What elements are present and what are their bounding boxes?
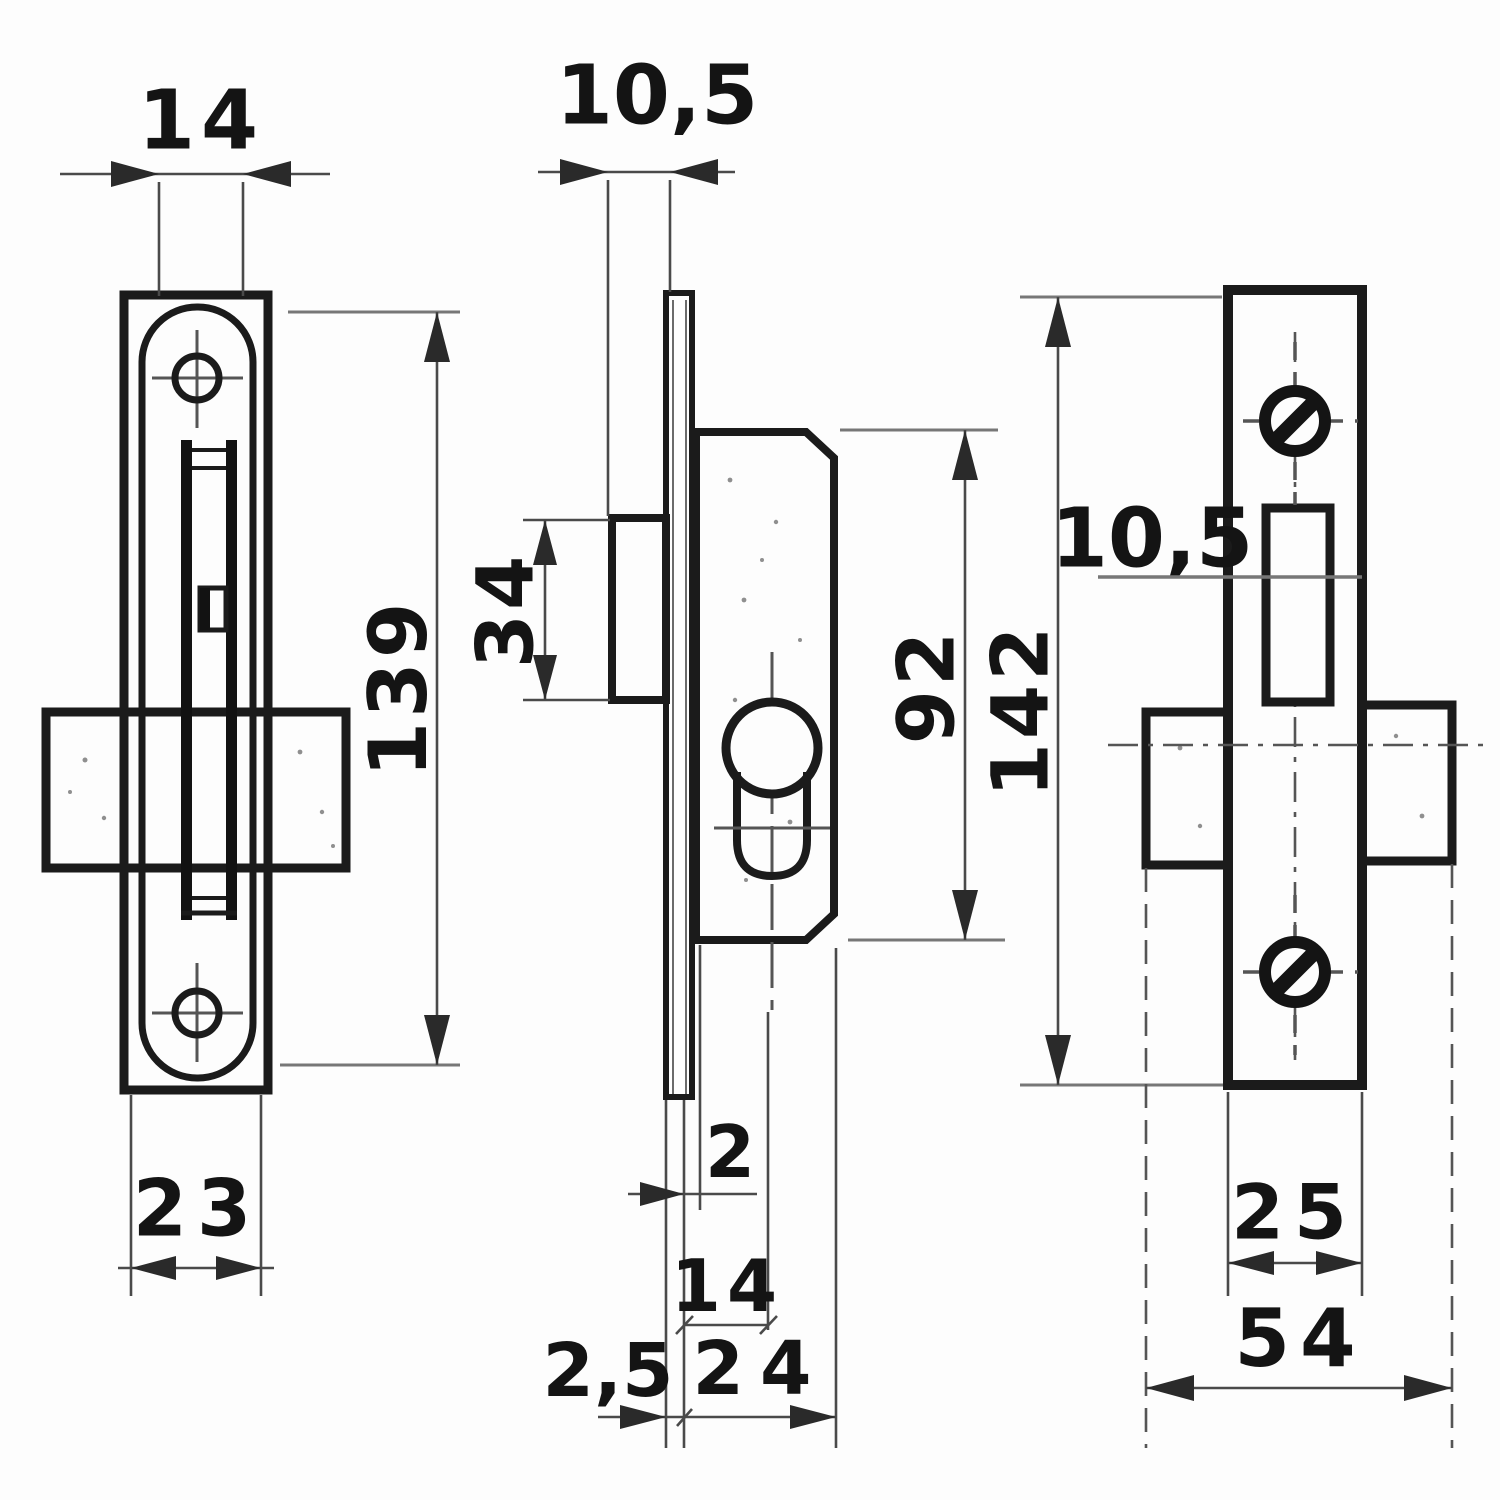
arrowhead: [243, 161, 291, 187]
arrowhead: [560, 159, 608, 185]
screw-icon: [171, 987, 223, 1039]
arrowhead: [1404, 1375, 1452, 1401]
arrowhead: [1146, 1375, 1194, 1401]
stipple-dot: [1419, 813, 1425, 819]
back-view: [1108, 285, 1488, 1448]
stipple-dot: [741, 597, 747, 603]
front-notch-shade: [200, 588, 210, 630]
dim-label-front-body-length: 139: [352, 599, 445, 778]
arrowhead: [1045, 297, 1071, 347]
stipple-dot: [297, 749, 303, 755]
dim-label-side-plate-gap: 2: [705, 1110, 755, 1194]
dim-label-side-case-height: 92: [882, 628, 972, 745]
dim-side-bottom: 2,5 24: [542, 1326, 836, 1429]
stipple-dot: [1197, 823, 1203, 829]
dim-label-back-overall-width: 54: [1234, 1292, 1365, 1385]
arrowhead: [533, 520, 557, 565]
back-view-dimensions: 10,5 25 54: [1051, 492, 1452, 1401]
side-view: [608, 290, 838, 1100]
front-top-screw: [152, 330, 243, 428]
stipple-dot: [773, 519, 779, 525]
back-bolt-box-right: [1357, 700, 1457, 866]
dim-front-plate-width: 23: [118, 1095, 274, 1296]
front-slot-bar-right: [226, 440, 237, 920]
arrowhead: [424, 312, 450, 362]
screw-slot-icon: [1269, 946, 1321, 998]
stipple-dot: [68, 790, 72, 794]
side-cylinder: [714, 652, 830, 1010]
dim-label-front-plate-width: 23: [133, 1164, 262, 1254]
dim-side-overall-length: 142: [976, 295, 1226, 1087]
front-slot-bar-left: [181, 440, 192, 920]
arrowhead: [1316, 1251, 1362, 1275]
screw-slot-icon: [1269, 395, 1321, 447]
stipple-dot: [798, 638, 802, 642]
stipple-dot: [1177, 745, 1183, 751]
dim-label-back-slot-width: 10,5: [1051, 492, 1253, 587]
side-lock-case: [692, 428, 838, 944]
stipple-dot: [319, 809, 325, 815]
side-faceplate: [663, 290, 695, 1100]
side-latch-bolt: [608, 514, 670, 704]
dim-label-back-plate-width: 25: [1231, 1168, 1357, 1257]
front-bottom-screw: [152, 963, 243, 1062]
back-top-screw: [1243, 342, 1358, 505]
arrowhead: [640, 1182, 684, 1206]
front-faceplate: [119, 290, 273, 1095]
arrowhead: [131, 1256, 176, 1280]
dim-label-side-top-offset: 10,5: [556, 49, 758, 144]
arrowhead: [533, 655, 557, 700]
dim-side-backset: 14: [671, 1244, 783, 1335]
arrowhead: [424, 1015, 450, 1065]
cylinder-bottom-arc: [733, 839, 811, 881]
dim-front-top-width: 14: [60, 74, 330, 296]
front-view-dimensions: 14 139 23: [60, 74, 460, 1296]
stipple-dot: [760, 558, 764, 562]
dim-side-case-height: 92: [840, 428, 1005, 942]
tick-mark: [759, 1315, 778, 1335]
dim-back-plate-width: 25: [1226, 1092, 1364, 1296]
back-latch-slot: [1261, 503, 1335, 707]
back-bolt-box-left: [1141, 707, 1233, 870]
front-bolt-box: [41, 707, 351, 873]
stipple-dot: [727, 477, 733, 483]
stipple-dot: [732, 697, 738, 703]
stipple-dot: [1393, 733, 1399, 739]
screw-icon: [171, 352, 223, 404]
dim-back-slot-width: 10,5: [1051, 492, 1362, 587]
cylinder-circle: [721, 697, 823, 799]
dim-label-side-backset: 14: [671, 1244, 783, 1328]
arrowhead: [790, 1405, 836, 1429]
arrowhead: [1228, 1251, 1274, 1275]
stipple-dot: [331, 844, 335, 848]
front-view: [41, 290, 351, 1095]
dim-label-front-top-width: 14: [138, 74, 264, 169]
stipple-dot: [744, 878, 748, 882]
arrowhead: [620, 1405, 666, 1429]
dim-front-body-length: 139: [280, 310, 460, 1067]
stipple-dot: [101, 815, 107, 821]
dim-label-side-latch-height: 34: [461, 552, 551, 669]
stipple-dot: [787, 819, 793, 825]
back-bottom-screw: [1243, 895, 1358, 1055]
dim-back-overall-width: 54: [1146, 1292, 1452, 1401]
dim-label-side-case-depth: 24: [693, 1326, 828, 1412]
stipple-dot: [82, 757, 88, 763]
arrowhead: [111, 161, 159, 187]
dim-side-top-offset: 10,5: [538, 49, 758, 516]
dim-label-side-overall-length: 142: [976, 623, 1066, 798]
arrowhead: [216, 1256, 261, 1280]
arrowhead: [1045, 1035, 1071, 1085]
dim-side-plate-gap: 2: [628, 1110, 757, 1206]
dim-side-latch-height: 34: [461, 518, 610, 702]
arrowhead: [952, 430, 978, 480]
arrowhead: [670, 159, 718, 185]
arrowhead: [952, 890, 978, 940]
side-view-dimensions: 10,5 34 92 142: [461, 49, 1226, 1448]
dim-label-side-plate-thickness: 2,5: [542, 1328, 673, 1414]
tick-mark: [675, 1315, 694, 1335]
tick-mark: [676, 1408, 693, 1427]
front-inner-plate: [138, 303, 257, 1082]
